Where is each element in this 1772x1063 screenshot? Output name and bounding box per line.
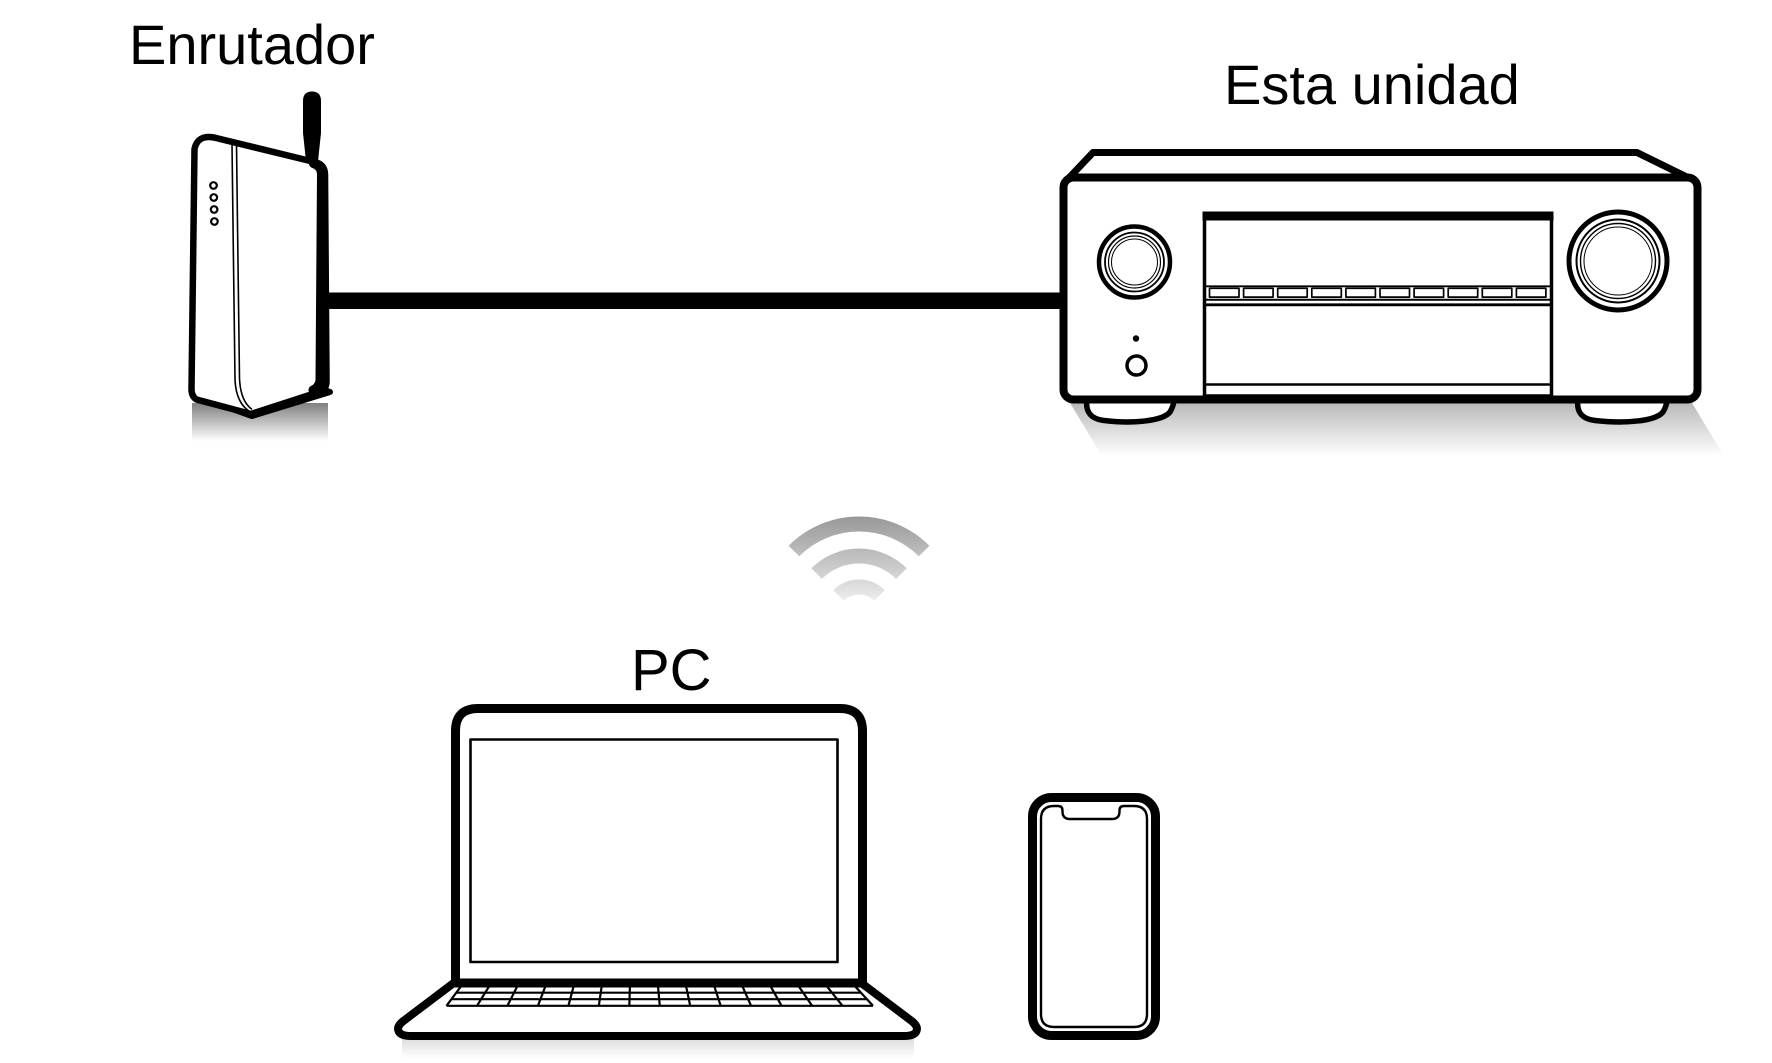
smartphone-icon <box>1028 793 1160 1040</box>
unit-indicator-dot <box>1132 335 1140 342</box>
unit-label: Esta unidad <box>1224 53 1520 116</box>
unit-power-button <box>1125 354 1148 377</box>
router-led-lights <box>209 181 219 226</box>
laptop-shadow <box>402 1038 914 1060</box>
laptop-icon <box>394 704 921 1060</box>
unit-shadow <box>1070 403 1724 456</box>
smartphone-screen-with-notch <box>1039 804 1149 1029</box>
wifi-signal-icon <box>788 516 930 602</box>
unit-display-segments <box>1208 287 1547 298</box>
ethernet-cable-line <box>310 292 1070 309</box>
av-receiver-icon <box>1059 149 1724 456</box>
pc-label: PC <box>631 638 712 703</box>
unit-right-foot <box>1574 396 1670 425</box>
laptop-keyboard <box>445 985 874 1007</box>
unit-left-foot <box>1083 396 1177 425</box>
router-body <box>188 133 330 418</box>
router-icon <box>188 91 333 441</box>
laptop-screen <box>469 738 839 964</box>
router-label: Enrutador <box>129 13 375 76</box>
unit-left-knob <box>1096 224 1173 300</box>
router-antenna <box>303 91 321 166</box>
unit-right-knob <box>1566 209 1670 313</box>
router-side-band <box>308 159 326 395</box>
laptop-base <box>394 978 921 1040</box>
